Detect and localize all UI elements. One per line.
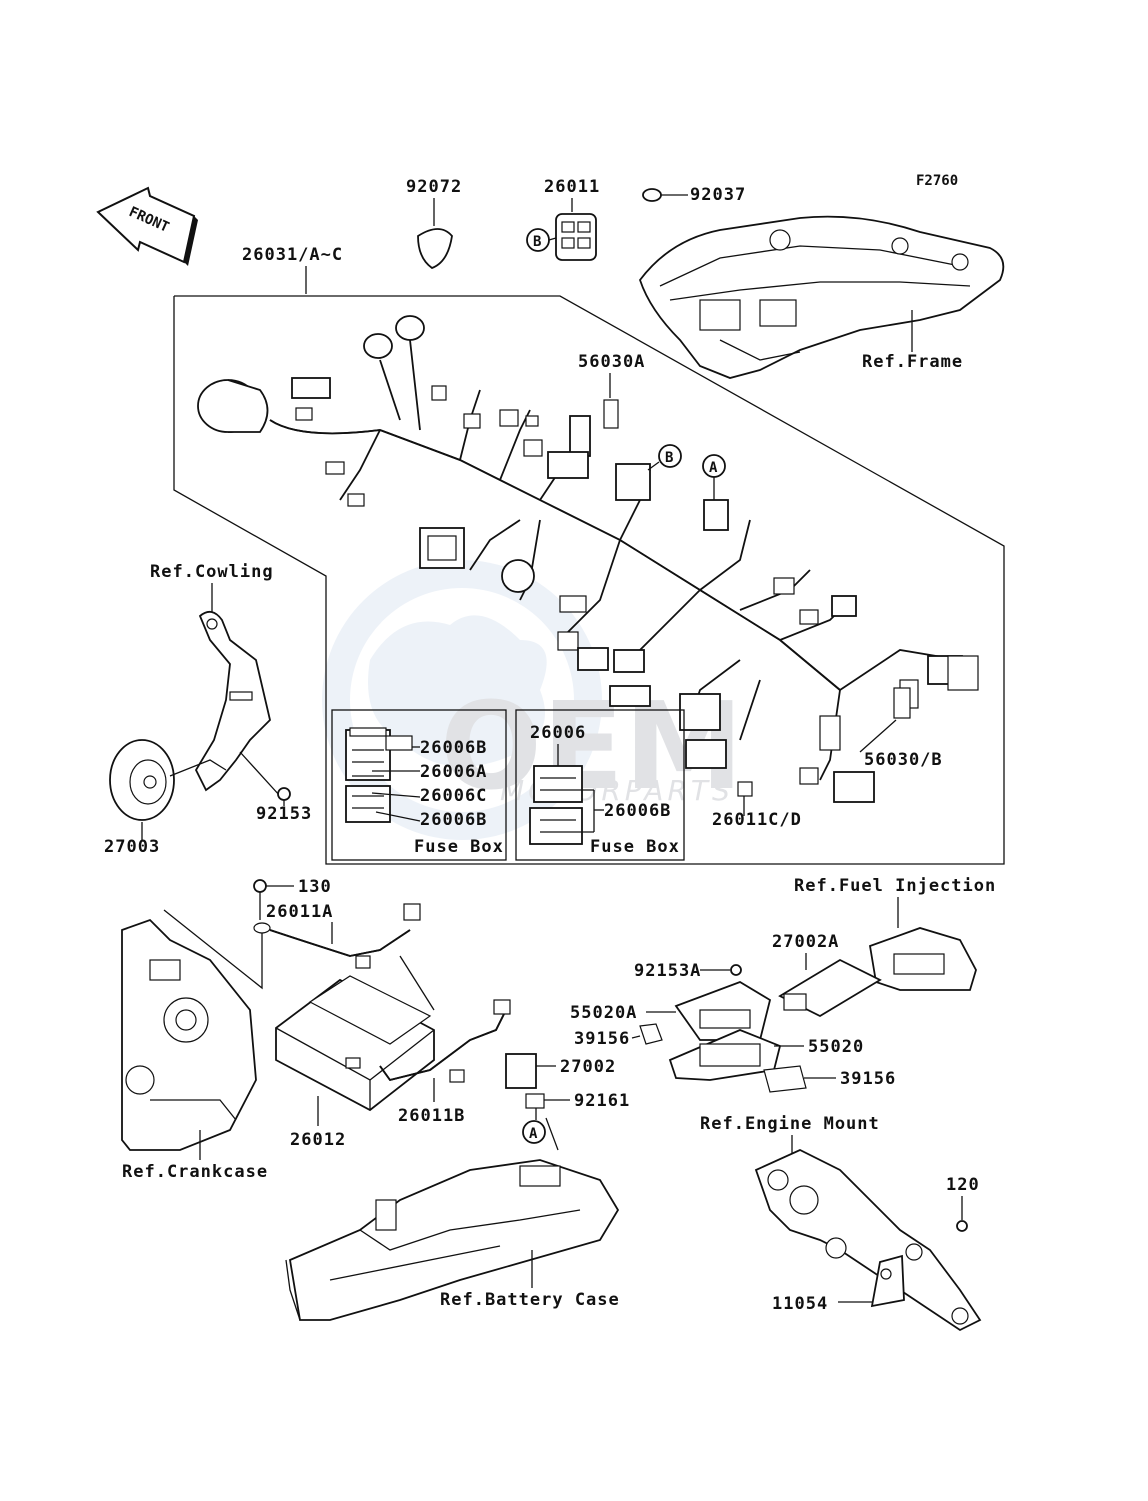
clamp-92037 bbox=[642, 188, 662, 202]
label-26011: 26011 bbox=[544, 177, 600, 197]
marker-a-circle-bottom bbox=[522, 1120, 546, 1144]
cable-26011B bbox=[379, 999, 511, 1083]
fuse-box-right: 26006 26006B Fuse Box bbox=[515, 709, 685, 861]
fuse-right-top-label: 26006 bbox=[530, 723, 586, 743]
label-26011A: 26011A bbox=[266, 902, 333, 922]
label-130: 130 bbox=[298, 877, 332, 897]
harness-group-box bbox=[173, 295, 1005, 865]
label-27002A: 27002A bbox=[772, 932, 839, 952]
cable-26011A bbox=[253, 903, 421, 969]
bolt-120 bbox=[956, 1220, 968, 1232]
bolt-92153 bbox=[277, 787, 291, 801]
fuse-left-label-3: 26006C bbox=[420, 786, 487, 806]
label-27003: 27003 bbox=[104, 837, 160, 857]
label-26012: 26012 bbox=[290, 1130, 346, 1150]
label-92153A: 92153A bbox=[634, 961, 701, 981]
label-92161: 92161 bbox=[574, 1091, 630, 1111]
module-27002A bbox=[778, 958, 882, 1018]
label-55020A: 55020A bbox=[570, 1003, 637, 1023]
fuse-right-caption: Fuse Box bbox=[590, 837, 680, 857]
label-56030B: 56030/B bbox=[864, 750, 943, 770]
label-26011CD: 26011C/D bbox=[712, 810, 802, 830]
band-clamp-92072 bbox=[417, 228, 453, 270]
figure-code: F2760 bbox=[916, 173, 958, 189]
fuse-box-left: 26006B 26006A 26006C 26006B Fuse Box bbox=[331, 709, 507, 861]
main-wiring-harness bbox=[197, 315, 979, 803]
pad-39156-right bbox=[763, 1065, 807, 1093]
bracket-11054 bbox=[870, 1254, 905, 1308]
label-26011B: 26011B bbox=[398, 1106, 465, 1126]
watermark: OEM MOTORPARTS bbox=[322, 560, 743, 840]
label-plate-56030B bbox=[893, 687, 911, 719]
ref-fuel-injection: Ref.Fuel Injection bbox=[794, 876, 996, 896]
ecu-55020 bbox=[668, 1029, 782, 1081]
fuse-left-caption: Fuse Box bbox=[414, 837, 504, 857]
marker-b-harness: B bbox=[665, 450, 673, 466]
relay-27002 bbox=[505, 1053, 537, 1089]
battery-26012 bbox=[275, 975, 435, 1112]
fuse-left-label-1: 26006B bbox=[420, 738, 487, 758]
pad-39156-left bbox=[639, 1023, 663, 1045]
bracket-55020A bbox=[674, 981, 772, 1041]
label-39156-left: 39156 bbox=[574, 1029, 630, 1049]
bolt-130 bbox=[253, 879, 267, 893]
front-arrow-icon: FRONT bbox=[96, 186, 198, 266]
connector-26011 bbox=[555, 213, 597, 261]
ref-cowling: Ref.Cowling bbox=[150, 562, 274, 582]
label-56030A: 56030A bbox=[578, 352, 645, 372]
label-92153: 92153 bbox=[256, 804, 312, 824]
watermark-continent bbox=[368, 615, 547, 767]
label-92037: 92037 bbox=[690, 185, 746, 205]
crankcase-illustration bbox=[121, 918, 257, 1151]
label-39156-right: 39156 bbox=[840, 1069, 896, 1089]
marker-a-harness: A bbox=[709, 460, 718, 476]
screw-92153A bbox=[730, 964, 742, 976]
label-11054: 11054 bbox=[772, 1294, 828, 1314]
ref-frame: Ref.Frame bbox=[862, 352, 963, 372]
label-26031: 26031/A~C bbox=[242, 245, 343, 265]
ref-battery-case: Ref.Battery Case bbox=[440, 1290, 620, 1310]
fuse-left-label-4: 26006B bbox=[420, 810, 487, 830]
marker-b-circle-harness bbox=[658, 444, 682, 468]
fuse-right-side-label: 26006B bbox=[604, 801, 671, 821]
ref-engine-mount: Ref.Engine Mount bbox=[700, 1114, 880, 1134]
label-plate-56030A bbox=[603, 399, 619, 429]
horn-bracket-illustration bbox=[109, 610, 271, 821]
frame-illustration bbox=[638, 215, 1005, 379]
ecu-bracket-illustration bbox=[868, 927, 977, 991]
marker-b-top: B bbox=[533, 234, 541, 250]
label-27002: 27002 bbox=[560, 1057, 616, 1077]
engine-mount-illustration bbox=[754, 1149, 982, 1332]
ref-crankcase: Ref.Crankcase bbox=[122, 1162, 268, 1182]
label-55020: 55020 bbox=[808, 1037, 864, 1057]
fuse-left-label-2: 26006A bbox=[420, 762, 487, 782]
label-92072: 92072 bbox=[406, 177, 462, 197]
bracket-92161 bbox=[525, 1093, 545, 1109]
label-120: 120 bbox=[946, 1175, 980, 1195]
battery-case-illustration bbox=[285, 1159, 620, 1321]
marker-a-bottom: A bbox=[529, 1126, 538, 1142]
